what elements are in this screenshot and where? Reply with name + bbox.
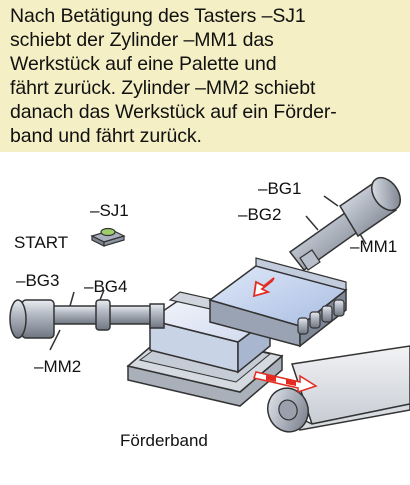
start-button-sj1 xyxy=(90,227,126,247)
label-conveyor: Förderband xyxy=(120,431,208,450)
label-bg3: –BG3 xyxy=(16,271,59,290)
conveyor-belt xyxy=(267,345,410,433)
label-bg1: –BG1 xyxy=(258,179,301,198)
pneumatic-diagram: –SJ1 START –BG1 –BG2 –MM1 –BG3 –BG4 –MM2… xyxy=(0,152,410,480)
label-bg4: –BG4 xyxy=(84,277,127,296)
magazine-block xyxy=(208,257,348,348)
cylinder-mm1 xyxy=(288,176,402,272)
instruction-line-2: schiebt der Zylinder –MM1 das xyxy=(10,29,274,51)
instruction-line-4: fährt zurück. Zylinder –MM2 schiebt xyxy=(10,77,316,99)
instruction-line-6: band und fährt zurück. xyxy=(10,125,202,147)
label-bg2: –BG2 xyxy=(238,205,281,224)
diagram-svg: –SJ1 START –BG1 –BG2 –MM1 –BG3 –BG4 –MM2… xyxy=(9,176,410,450)
instruction-line-1: Nach Betätigung des Tasters –SJ1 xyxy=(10,5,306,27)
label-mm2: –MM2 xyxy=(34,357,81,376)
label-mm1: –MM1 xyxy=(350,237,397,256)
direction-arrow-pallet xyxy=(252,277,275,298)
instruction-line-3: Werkstück auf eine Palette und xyxy=(10,53,277,75)
label-start: START xyxy=(14,233,68,252)
instruction-text: Nach Betätigung des Tasters –SJ1 schiebt… xyxy=(0,0,410,152)
cylinder-mm2 xyxy=(9,289,165,351)
instruction-line-5: danach das Werkstück auf ein Förder- xyxy=(10,101,337,123)
direction-arrow-conveyor xyxy=(253,371,318,394)
label-sj1: –SJ1 xyxy=(90,201,129,220)
